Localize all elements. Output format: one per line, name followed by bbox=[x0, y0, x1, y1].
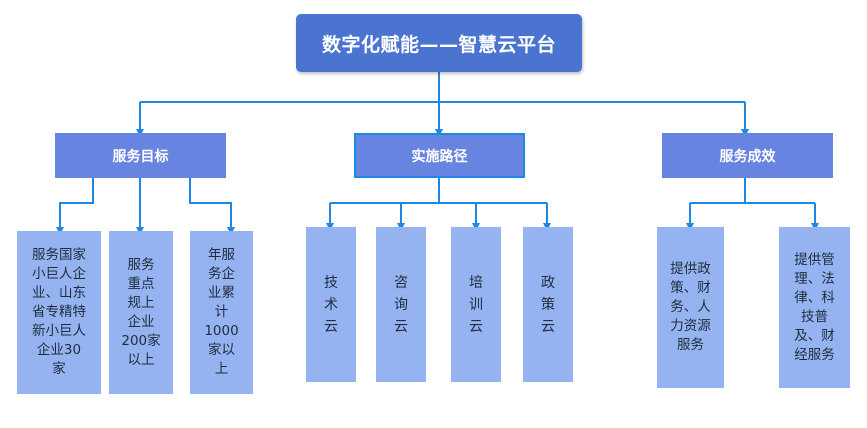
leaf-path-training-cloud: 培 训 云 bbox=[451, 227, 501, 382]
connector-line bbox=[56, 178, 94, 235]
category-service-results: 服务成效 bbox=[662, 133, 833, 178]
category-implementation-path: 实施路径 bbox=[354, 133, 525, 178]
leaf-result-management-legal: 提供管 理、法 律、科 技普 及、财 经服务 bbox=[779, 227, 850, 388]
leaf-path-tech-cloud: 技 术 云 bbox=[306, 227, 356, 382]
connector-line bbox=[189, 178, 235, 235]
leaf-path-consulting-cloud: 咨 询 云 bbox=[376, 227, 426, 382]
leaf-goal-key-enterprises: 服务 重点 规上 企业 200家 以上 bbox=[109, 231, 173, 394]
leaf-goal-little-giants: 服务国家 小巨人企 业、山东 省专精特 新小巨人 企业30 家 bbox=[17, 231, 101, 394]
leaf-goal-annual-service: 年服 务企 业累 计 1000 家以 上 bbox=[190, 231, 253, 394]
leaf-path-policy-cloud: 政 策 云 bbox=[523, 227, 573, 382]
root-node-title: 数字化赋能——智慧云平台 bbox=[296, 14, 582, 72]
leaf-result-policy-finance-hr: 提供政 策、财 务、人 力资源 服务 bbox=[657, 227, 724, 388]
category-service-goals: 服务目标 bbox=[55, 133, 226, 178]
